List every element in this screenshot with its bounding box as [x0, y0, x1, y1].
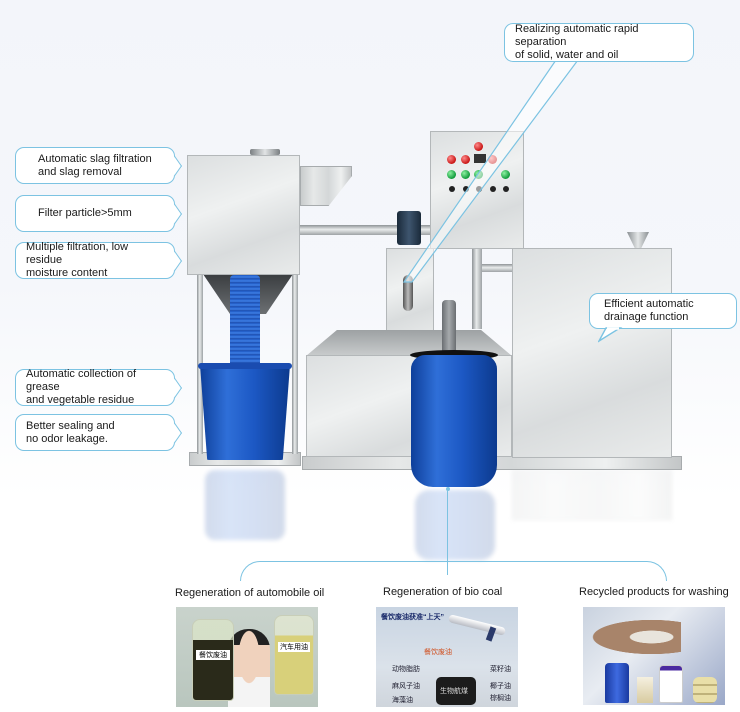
- callout-pointer: [168, 377, 182, 398]
- cream-jar: [637, 677, 653, 703]
- source-label: 麻风子油: [392, 683, 420, 690]
- callout-text: Automatic collection of grease and veget…: [26, 368, 137, 406]
- source-label: 菜籽油: [490, 666, 511, 673]
- bracket-arc-left: [240, 561, 270, 581]
- callout-sealing: Better sealing and no odor leakage.: [15, 414, 182, 451]
- caption-washing: Recycled products for washing: [579, 586, 729, 598]
- selector-switch: [449, 186, 455, 192]
- callout-multiple-filtration: Multiple filtration, low residue moistur…: [15, 241, 182, 279]
- slag-filter-box: [187, 155, 300, 275]
- side-chute: [300, 166, 352, 206]
- drainage-tank: [512, 248, 672, 458]
- callout-text: Realizing automatic rapid separation of …: [515, 23, 639, 61]
- stop-button: [488, 155, 497, 164]
- callout-text: Better sealing and no odor leakage.: [26, 419, 115, 445]
- callout-drainage: Efficient automatic drainage function: [589, 293, 737, 329]
- bucket-reflection: [205, 470, 285, 540]
- photo-bio-coal: 餐饮废油获准“上天” 餐饮废油 动物脂肪 麻风子油 海藻油 菜籽油 椰子油 棕榈…: [376, 607, 518, 707]
- barrel-reflection: [415, 490, 495, 560]
- callout-text: Multiple filtration, low residue moistur…: [26, 241, 129, 279]
- callout-filter-particle: Filter particle>5mm: [15, 195, 182, 232]
- control-cabinet: [430, 131, 524, 249]
- selector-switch: [463, 186, 469, 192]
- start-button: [447, 170, 456, 179]
- person: [228, 629, 270, 707]
- filter-box-cap: [250, 149, 280, 155]
- highlight-label: 餐饮废油: [424, 649, 452, 656]
- stop-button: [447, 155, 456, 164]
- start-button: [461, 170, 470, 179]
- source-label: 海藻油: [392, 697, 413, 704]
- start-button: [501, 170, 510, 179]
- callout-pointer: [168, 203, 182, 224]
- selector-switch: [503, 186, 509, 192]
- detergent-bottle: [605, 663, 629, 703]
- callout-slag-filtration: Automatic slag filtration and slag remov…: [15, 147, 182, 184]
- drainage-pointer: [598, 327, 623, 343]
- callout-separation: Realizing automatic rapid separation of …: [504, 23, 694, 62]
- photo-automobile-oil: 餐饮废油 汽车用油: [176, 607, 318, 707]
- start-button: [474, 170, 483, 179]
- source-label: 动物脂肪: [392, 666, 420, 673]
- sight-glass: [403, 275, 413, 311]
- digital-display: [474, 154, 486, 163]
- bracket-bar: [269, 561, 639, 562]
- soap-bars: [693, 677, 717, 703]
- airplane-icon: [447, 613, 510, 642]
- caption-bio-coal: Regeneration of bio coal: [383, 586, 503, 598]
- bracket-stem: [447, 490, 448, 575]
- bracket-dot: [446, 487, 450, 491]
- residue-hose: [230, 275, 260, 375]
- stop-button: [461, 155, 470, 164]
- callout-pointer: [168, 422, 182, 443]
- selector-switch: [476, 186, 482, 192]
- softener-bottle: [659, 665, 683, 703]
- callout-text: Automatic slag filtration and slag remov…: [38, 152, 152, 178]
- callout-text: Efficient automatic drainage function: [604, 298, 694, 323]
- jar-label: 汽车用油: [278, 642, 310, 652]
- source-label: 棕榈油: [490, 695, 511, 702]
- waste-oil-jar: 餐饮废油: [192, 619, 234, 701]
- frame-leg: [197, 270, 203, 454]
- callout-pointer: [168, 250, 182, 271]
- center-label: 生物航煤: [440, 688, 468, 695]
- automobile-oil-jar: 汽车用油: [274, 615, 314, 695]
- tank-reflection: [512, 470, 672, 520]
- connector-pipe: [482, 264, 512, 272]
- source-label: 椰子油: [490, 683, 511, 690]
- caption-automobile-oil: Regeneration of automobile oil: [175, 587, 325, 599]
- callout-text: Filter particle>5mm: [38, 207, 132, 219]
- bucket-rim: [198, 363, 292, 369]
- fuel-container: 生物航煤: [436, 677, 476, 705]
- indicator-light: [474, 142, 483, 151]
- bracket-arc-right: [637, 561, 667, 581]
- oil-hose: [442, 300, 456, 355]
- hands-with-soap: [583, 617, 681, 657]
- pump-motor: [397, 211, 421, 245]
- horizontal-pipe: [300, 225, 430, 235]
- callout-pointer: [168, 155, 182, 176]
- oil-barrel: [411, 355, 497, 487]
- residue-bucket: [200, 365, 290, 460]
- jar-label: 餐饮废油: [196, 650, 230, 660]
- selector-switch: [490, 186, 496, 192]
- vertical-pipe: [472, 249, 482, 329]
- callout-grease-collection: Automatic collection of grease and veget…: [15, 368, 182, 406]
- frame-leg: [292, 270, 298, 454]
- vent-funnel: [627, 232, 649, 248]
- photo-washing-products: [583, 607, 725, 705]
- bio-coal-headline: 餐饮废油获准“上天”: [381, 614, 444, 621]
